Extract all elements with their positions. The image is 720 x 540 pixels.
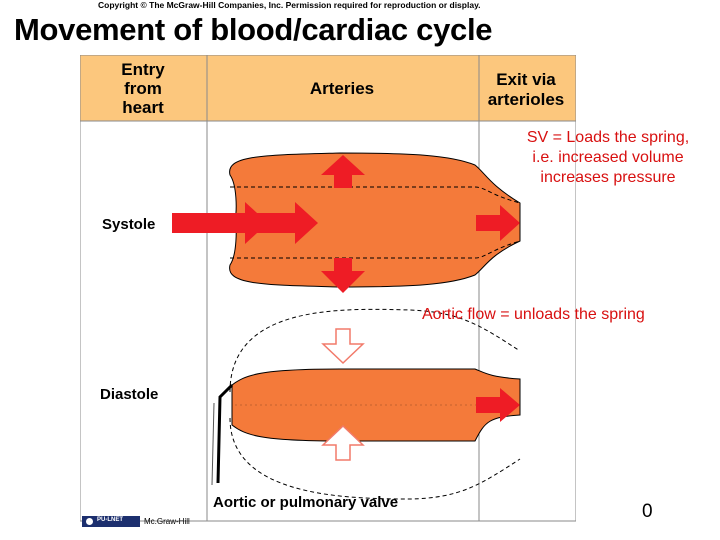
publisher-logo [82,516,140,527]
header-exit-line2: arterioles [488,90,565,109]
systole-entry-arrow [172,202,268,244]
publisher-name: Mc.Graw-Hill [144,517,190,526]
valve-label: Aortic or pulmonary valve [213,494,398,511]
header-entry-line1: Entry [121,60,165,79]
systole-baseline-outline [230,186,521,259]
systole-label: Systole [102,216,155,233]
systole-down-arrow [321,258,365,293]
systole-up-arrow [321,155,365,188]
page-number: 0 [642,501,653,522]
aortic-valve-flap-edge [211,402,215,486]
logo-mark-icon [86,518,93,525]
aortic-flow-annotation: Aortic flow = unloads the spring [422,306,645,323]
slide-title: Movement of blood/cardiac cycle [14,12,493,47]
systole-artery-arrow [252,202,318,244]
diastole-down-arrow [321,328,365,365]
diastole-up-arrow [321,424,365,461]
header-exit-line1: Exit via [496,70,556,89]
sv-annotation: SV = Loads the spring, i.e. increased vo… [526,129,690,186]
diastole-exit-arrow [476,388,520,422]
diastole-vessel [231,368,521,442]
header-arteries: Arteries [310,79,374,98]
header-entry-line2: from [124,79,162,98]
logo-text: PU-LNET [97,517,123,523]
systole-exit-arrow [476,205,520,241]
column-header-band [80,55,576,122]
figure-frame [80,55,576,522]
diastole-label: Diastole [100,386,158,403]
header-entry-line3: heart [122,98,164,117]
cardiac-cycle-figure: Entry from heart Arteries Exit via arter… [80,55,576,522]
diastole-outer-outline [229,308,521,500]
copyright-notice: Copyright © The McGraw-Hill Companies, I… [98,0,481,10]
aortic-valve-flap [216,383,234,484]
